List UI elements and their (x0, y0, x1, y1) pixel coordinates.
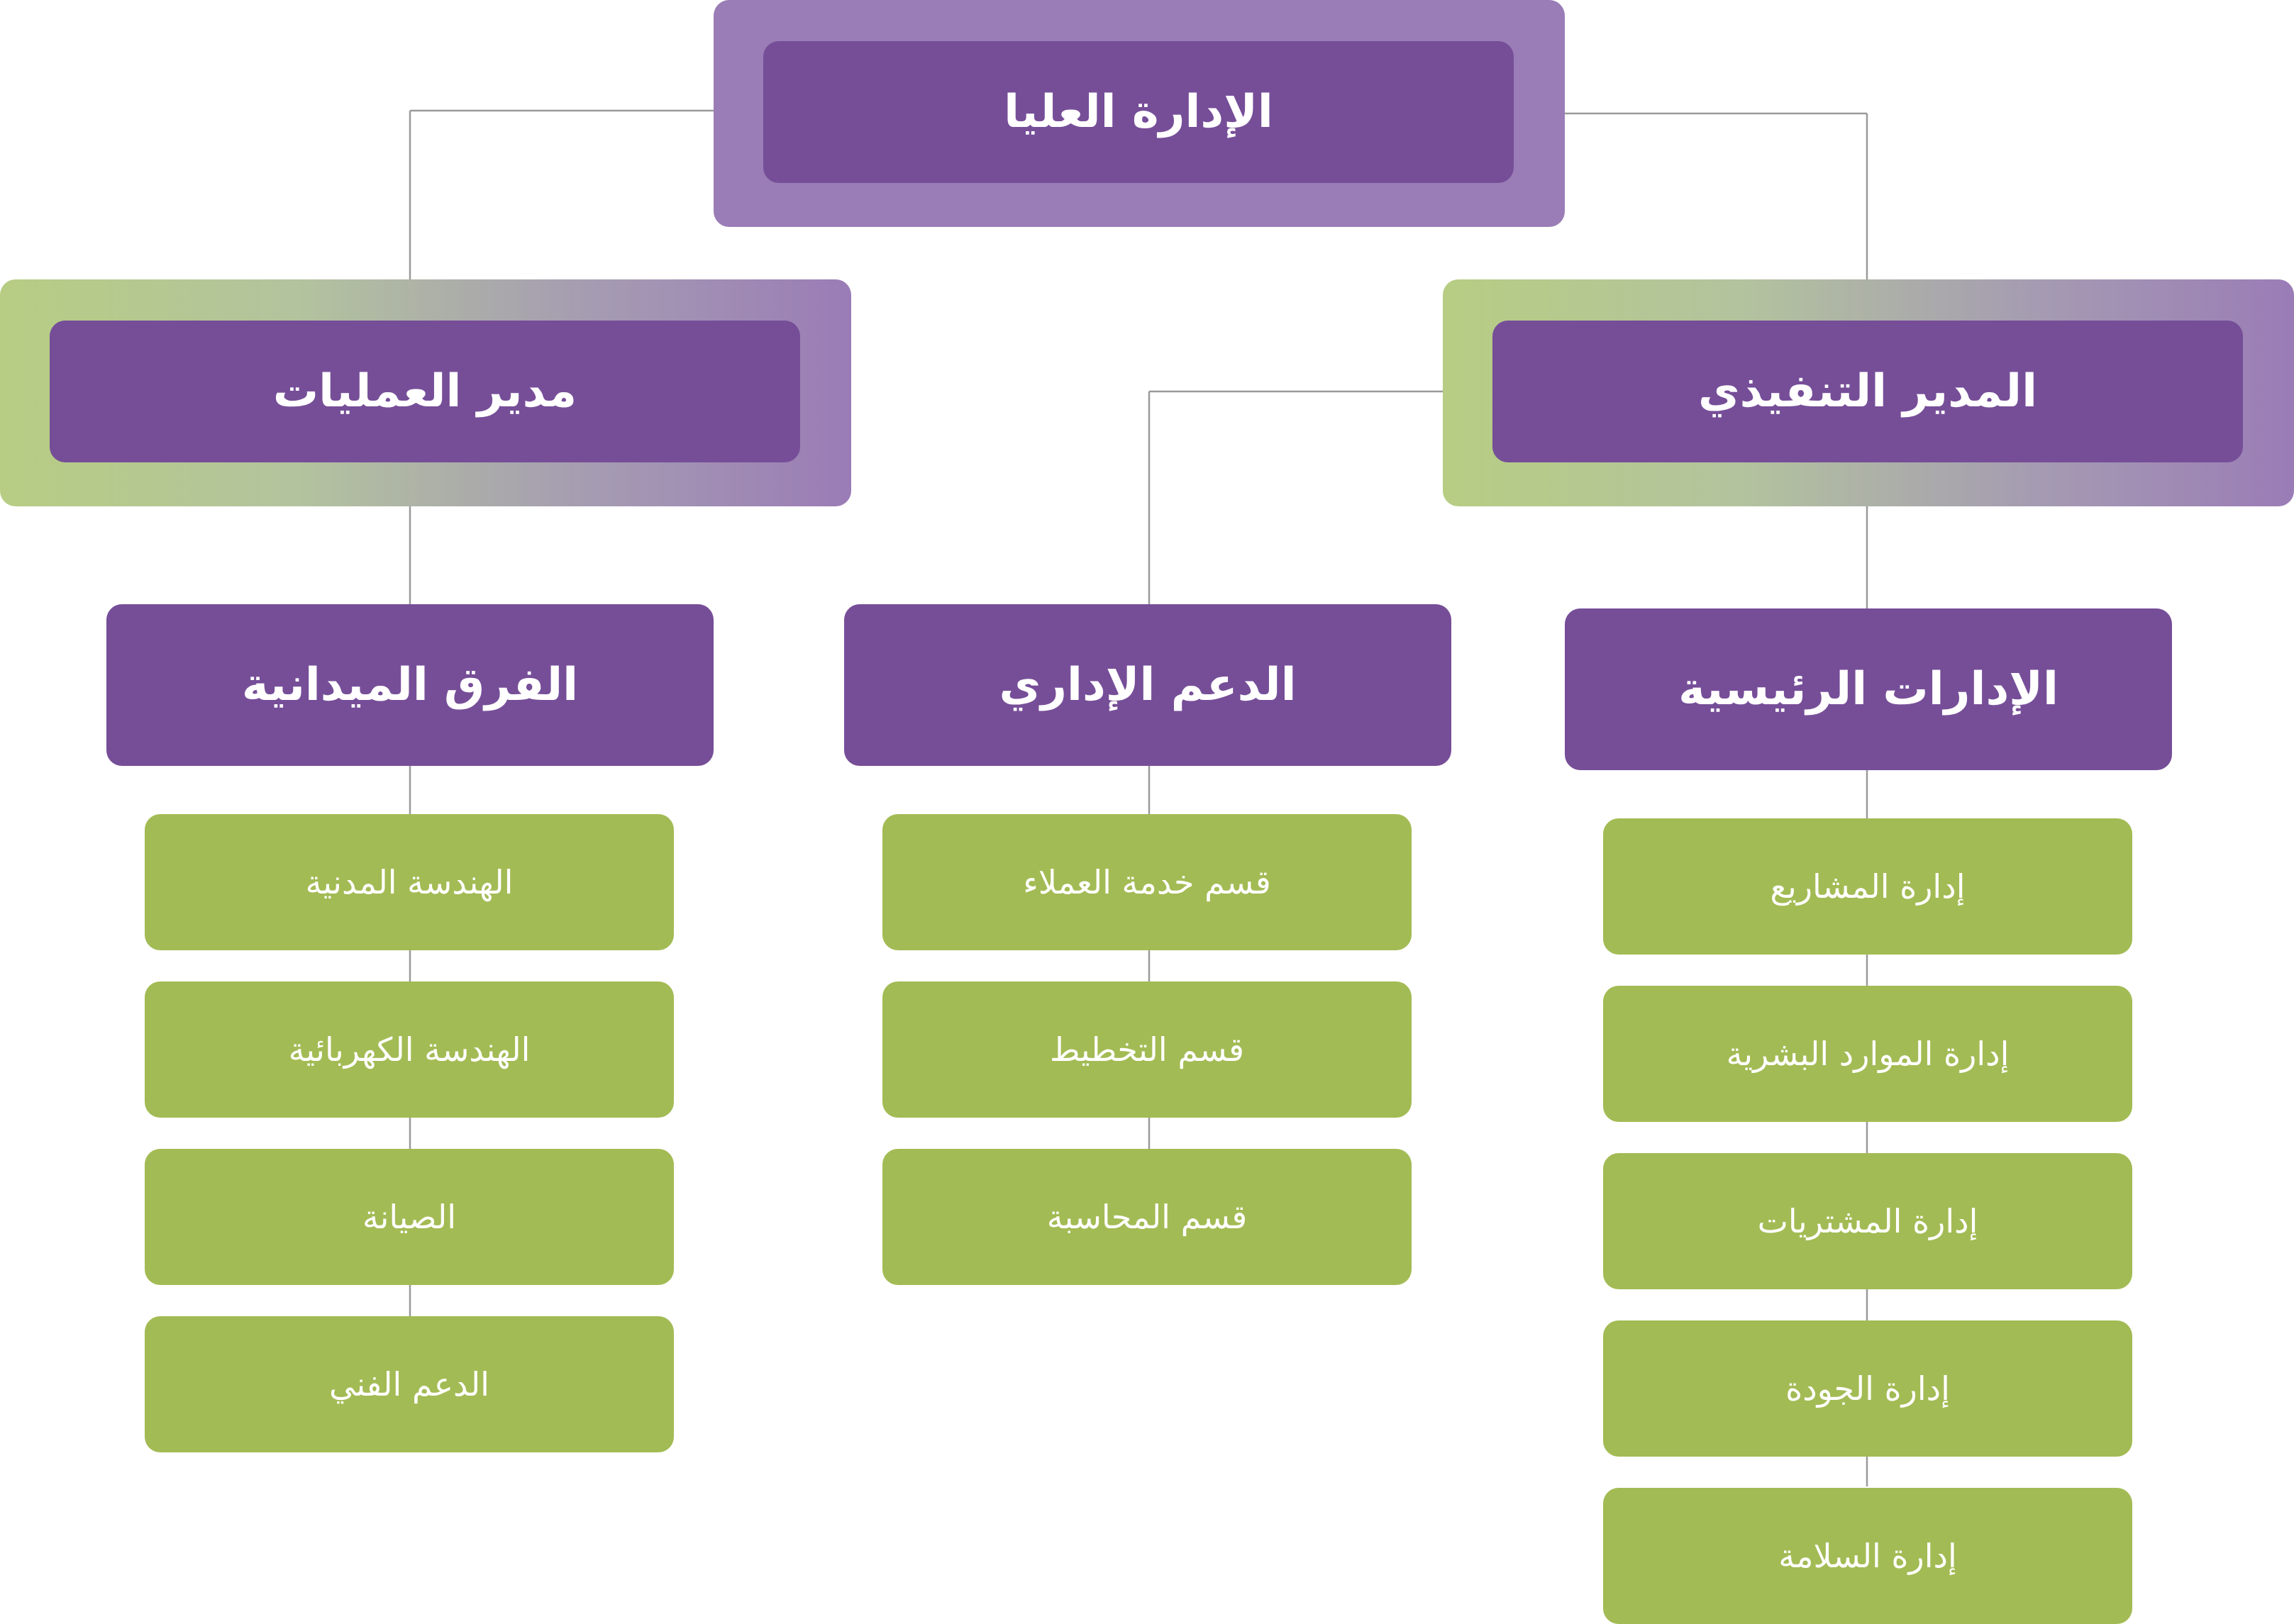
leaf-procurement: إدارة المشتريات (1603, 1153, 2132, 1289)
operations-manager-box: مدير العمليات (50, 321, 800, 462)
field-teams-box: الفرق الميدانية (106, 604, 714, 766)
executive-director-box: المدير التنفيذي (1492, 321, 2243, 462)
leaf-maintenance: الصيانة (145, 1149, 674, 1285)
leaf-human-resources: إدارة الموارد البشرية (1603, 986, 2132, 1122)
leaf-planning: قسم التخطيط (882, 981, 1412, 1118)
leaf-technical-support: الدعم الفني (145, 1316, 674, 1452)
leaf-quality: إدارة الجودة (1603, 1320, 2132, 1457)
main-departments-box: الإدارات الرئيسية (1565, 608, 2172, 770)
leaf-customer-service: قسم خدمة العملاء (882, 814, 1412, 950)
leaf-projects: إدارة المشاريع (1603, 818, 2132, 955)
leaf-civil-engineering: الهندسة المدنية (145, 814, 674, 950)
leaf-safety: إدارة السلامة (1603, 1488, 2132, 1624)
leaf-electrical-engineering: الهندسة الكهربائية (145, 981, 674, 1118)
admin-support-box: الدعم الإداري (844, 604, 1451, 766)
leaf-accounting: قسم المحاسبة (882, 1149, 1412, 1285)
top-management-box: الإدارة العليا (763, 41, 1514, 183)
